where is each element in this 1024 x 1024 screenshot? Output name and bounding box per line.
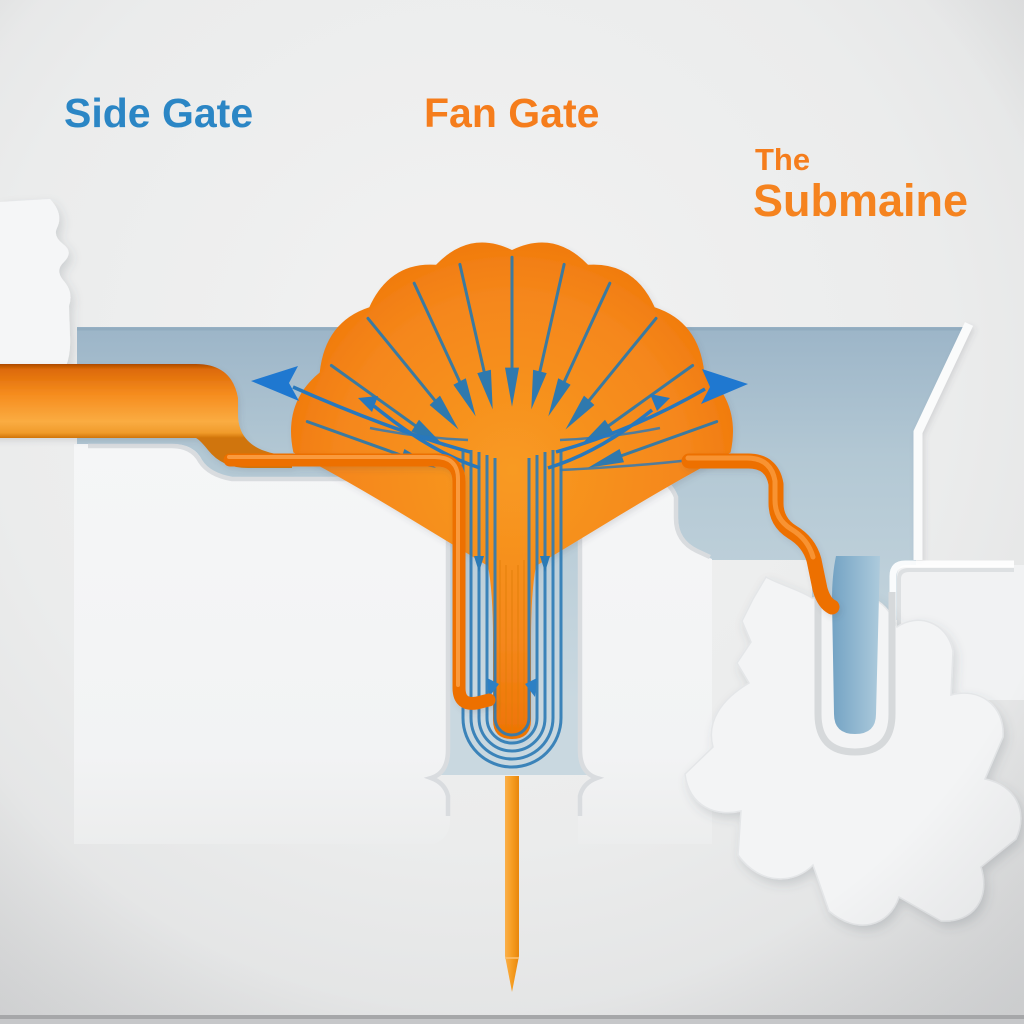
fan-gate-label: Fan Gate [424,90,599,136]
submarine-well [832,556,880,734]
submarine-label-line1: The [755,142,810,177]
sprue-needle [505,776,519,992]
footer-bar-light [0,1019,1024,1024]
submarine-label-line2: Submaine [753,175,968,226]
footer-bar-dark [0,1015,1024,1019]
side-gate-label: Side Gate [64,90,253,136]
